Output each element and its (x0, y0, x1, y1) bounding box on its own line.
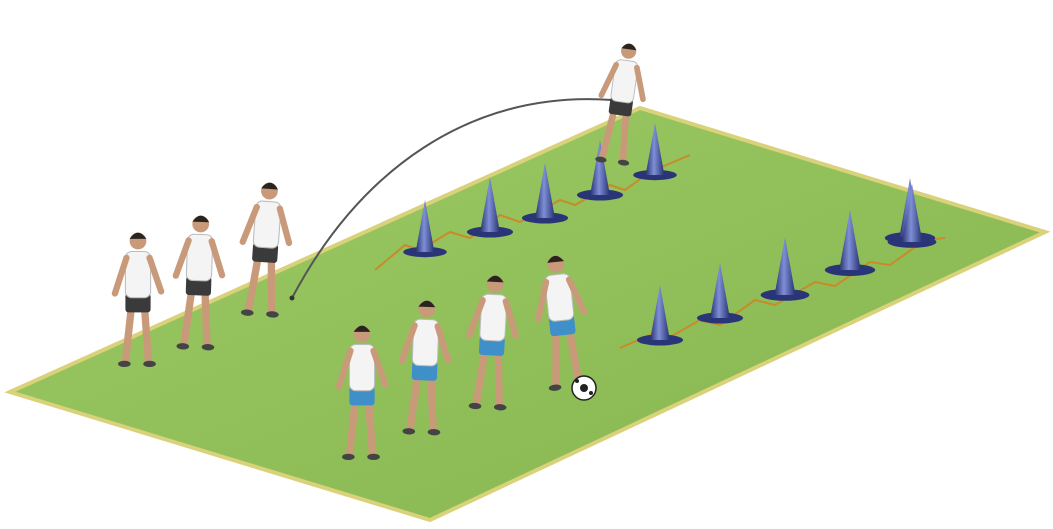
field (10, 108, 1045, 520)
soccer-ball-icon (572, 376, 596, 400)
